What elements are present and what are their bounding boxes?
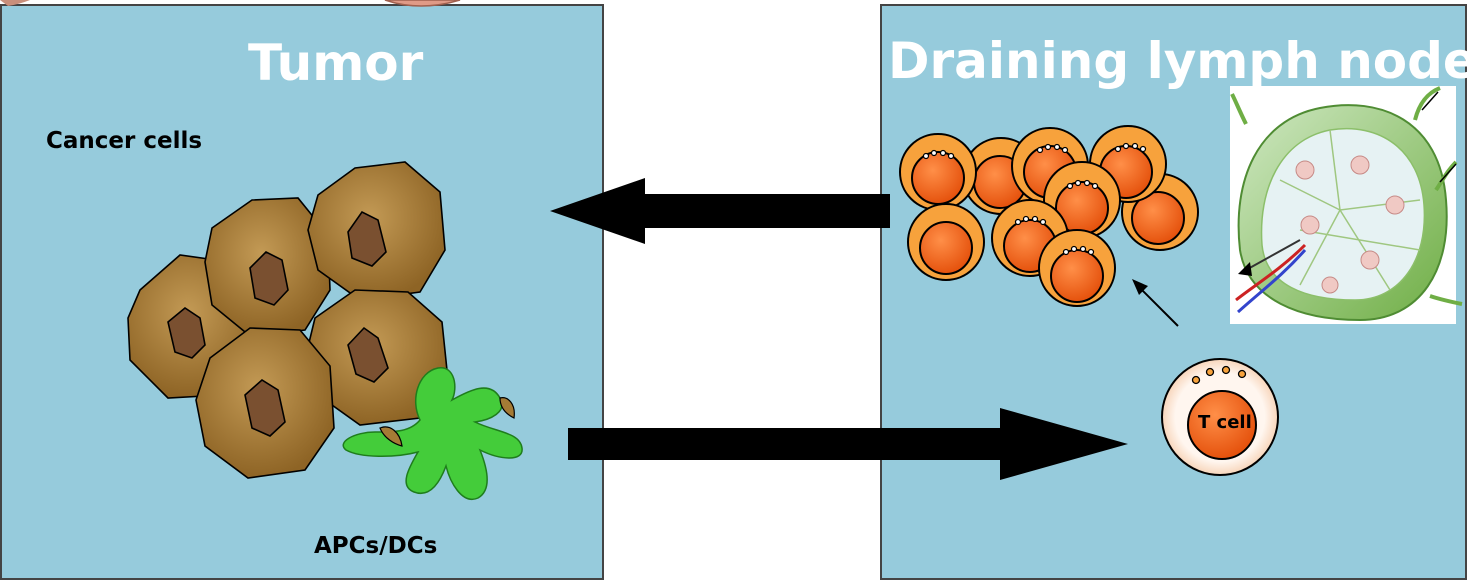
t-cell (1039, 230, 1115, 306)
cropped-decoration (0, 0, 30, 6)
t-cell (900, 134, 976, 210)
cancer-cells-label: Cancer cells (46, 128, 202, 154)
t-cell (908, 204, 984, 280)
cropped-decoration (385, 0, 460, 6)
apc-label: APCs/DCs (314, 533, 437, 559)
activation-arrow (1132, 279, 1178, 326)
t-cell-label: T cell (1198, 412, 1252, 433)
lymph-node-illustration (1230, 86, 1462, 324)
lymph-node-title: Draining lymph node (888, 32, 1467, 90)
tumor-title: Tumor (248, 34, 423, 92)
arrow-to-tumor (550, 178, 890, 244)
arrow-to-lymph-node (568, 408, 1128, 480)
